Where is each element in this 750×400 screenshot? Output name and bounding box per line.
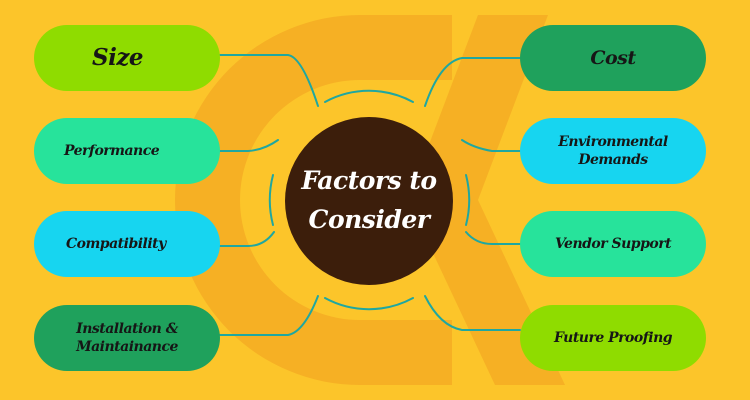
node-installation-label-line-2: Maintainance [76,339,178,355]
node-cost-label: Cost [590,46,636,69]
hub-arc-top [324,89,414,103]
node-future-proofing-label: Future Proofing [553,329,673,346]
connector-future [424,295,521,331]
connector-environmental [461,139,521,152]
node-vendor-support: Vendor Support [520,211,706,277]
node-cost: Cost [520,25,706,91]
connector-cost [424,57,521,107]
hub-arc-right [465,174,471,226]
connector-size [219,54,319,107]
watermark-chevron [408,15,565,385]
hub-label-line-1: Factors to [301,166,437,196]
node-environmental-label-line-2: Demands [578,152,648,168]
node-vendor-support-label: Vendor Support [554,235,672,252]
node-installation-label-line-1: Installation & [76,320,178,337]
connector-performance [219,139,279,152]
node-size: Size [34,25,220,91]
hub-label: Factors to Consider [287,128,451,274]
hub-arc-left [268,174,274,226]
connector-installation [219,295,319,336]
node-compatibility-label: Compatibility [66,235,166,252]
node-performance: Performance [34,118,220,184]
node-compatibility: Compatibility [34,211,220,277]
node-future-proofing: Future Proofing [520,305,706,371]
connector-vendor [465,231,521,245]
node-environmental-demands: Environmental Demands [520,118,706,184]
hub-label-line-2: Consider [308,205,430,234]
node-size-label: Size [92,44,144,72]
connector-compatibility [219,231,275,247]
hub-arc-bottom [324,297,414,311]
hub-circle [285,117,453,285]
watermark-ring [175,15,452,385]
node-installation: Installation & Maintainance [34,305,220,371]
node-environmental-label-line-1: Environmental [558,133,668,150]
node-performance-label: Performance [64,142,160,159]
